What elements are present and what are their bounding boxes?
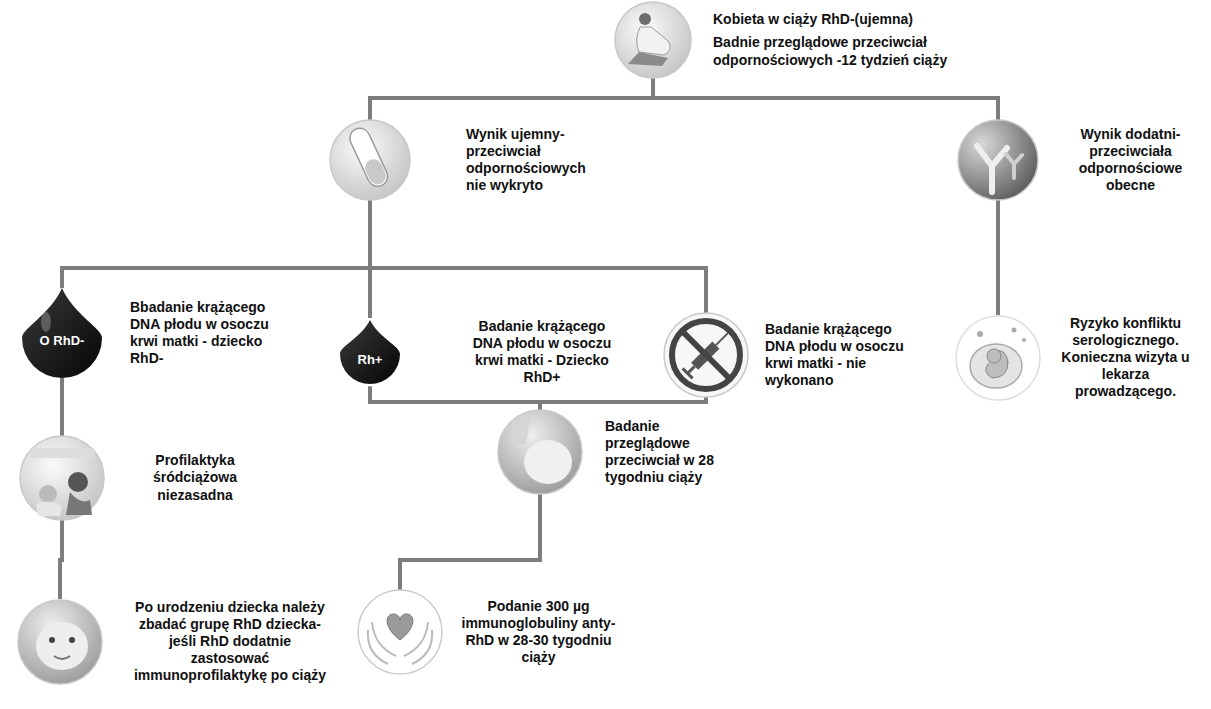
node-text-block: Profilaktyka śródciążowa niezasadna xyxy=(140,452,250,503)
drop-label: O RhD- xyxy=(22,333,102,349)
node-text-block: Badanie krążącego DNA płodu w osoczu krw… xyxy=(765,321,915,389)
flow-connector xyxy=(60,378,64,436)
test-node: Rh+ Badanie krążącego DNA płodu w osoczu … xyxy=(340,318,622,386)
node-text-block: Podanie 300 µg immunoglobuliny anty-RhD … xyxy=(456,598,621,666)
baby-photo xyxy=(18,600,102,684)
drop-label: Rh+ xyxy=(340,352,400,368)
pregnant-woman-photo xyxy=(615,2,691,78)
node-text-block: Po urodzeniu dziecka należy zbadać grupę… xyxy=(130,599,330,684)
icon-spot xyxy=(956,316,1040,400)
no-syringe-symbol xyxy=(664,313,748,397)
icon-spot xyxy=(958,120,1038,200)
node-label: Podanie 300 µg immunoglobuliny anty-RhD … xyxy=(456,598,621,666)
result-node: Wynik dodatni- przeciwciała odpornościow… xyxy=(958,120,1193,200)
hands-heart-illustration xyxy=(358,590,442,674)
icon-spot: Rh+ xyxy=(340,320,400,384)
flow-connector xyxy=(62,200,370,288)
flow-connector xyxy=(996,200,1000,315)
test-node: O RhD- Bbadanie krążącego DNA płodu w oso… xyxy=(22,288,290,378)
action-node: Badanie przeglądowe przeciwciał w 28 tyg… xyxy=(498,410,730,494)
antibody-photo xyxy=(958,120,1038,200)
node-text-block: Ryzyko konfliktu serologicznego. Koniecz… xyxy=(1058,315,1193,400)
flow-connector xyxy=(540,397,706,410)
icon-spot xyxy=(615,2,691,78)
icon-spot xyxy=(330,120,410,200)
start-node: Kobieta w ciąży RhD-(ujemna) Badnie przeg… xyxy=(615,2,963,78)
node-label: Kobieta w ciąży RhD-(ujemna) xyxy=(713,11,963,28)
action-node: Podanie 300 µg immunoglobuliny anty-RhD … xyxy=(358,590,621,674)
node-label: Po urodzeniu dziecka należy zbadać grupę… xyxy=(130,599,330,684)
node-label: Badanie krążącego DNA płodu w osoczu krw… xyxy=(765,321,915,389)
node-text-block: Bbadanie krążącego DNA płodu w osoczu kr… xyxy=(130,299,290,367)
node-label: Wynik ujemny- przeciwciał odpornościowyc… xyxy=(466,126,606,194)
flow-connector xyxy=(60,520,62,599)
flow-connector xyxy=(653,78,998,120)
node-label: Badanie przeglądowe przeciwciał w 28 tyg… xyxy=(605,418,730,486)
fetus-illustration xyxy=(956,316,1040,400)
node-label: Badanie krążącego DNA płodu w osoczu krw… xyxy=(462,318,622,386)
flow-connector xyxy=(370,78,653,120)
node-label: Ryzyko konfliktu serologicznego. Koniecz… xyxy=(1058,315,1193,400)
blood-drop xyxy=(22,288,102,378)
icon-spot xyxy=(18,600,102,684)
test-node: Badanie krążącego DNA płodu w osoczu krw… xyxy=(664,313,915,397)
flow-connector xyxy=(370,200,706,313)
icon-spot xyxy=(20,436,104,520)
node-label: Bbadanie krążącego DNA płodu w osoczu kr… xyxy=(130,299,290,367)
node-text-block: Badanie przeglądowe przeciwciał w 28 tyg… xyxy=(605,418,730,486)
icon-spot xyxy=(358,590,442,674)
node-label: Badnie przeglądowe przeciwciał odpornośc… xyxy=(713,34,963,68)
action-node: Po urodzeniu dziecka należy zbadać grupę… xyxy=(18,599,330,684)
node-text-block: Badanie krążącego DNA płodu w osoczu krw… xyxy=(462,318,622,386)
icon-spot xyxy=(664,313,748,397)
pregnant-belly-photo xyxy=(498,410,582,494)
action-node: Profilaktyka śródciążowa niezasadna xyxy=(20,436,250,520)
blood-drop xyxy=(340,320,400,384)
warning-node: Ryzyko konfliktu serologicznego. Koniecz… xyxy=(956,315,1193,400)
node-text-block: Wynik dodatni- przeciwciała odpornościow… xyxy=(1068,126,1193,194)
result-node: Wynik ujemny- przeciwciał odpornościowyc… xyxy=(330,120,606,200)
node-label: Profilaktyka śródciążowa niezasadna xyxy=(140,452,250,503)
node-label: Wynik dodatni- przeciwciała odpornościow… xyxy=(1068,126,1193,194)
icon-spot: O RhD- xyxy=(22,288,102,378)
node-text-block: Kobieta w ciąży RhD-(ujemna) Badnie przeg… xyxy=(713,11,963,68)
test-tube-photo xyxy=(330,120,410,200)
flow-connector xyxy=(400,494,540,590)
icon-spot xyxy=(498,410,582,494)
node-text-block: Wynik ujemny- przeciwciał odpornościowyc… xyxy=(466,126,606,194)
mother-baby-photo xyxy=(20,436,104,520)
flow-connector xyxy=(370,386,540,410)
